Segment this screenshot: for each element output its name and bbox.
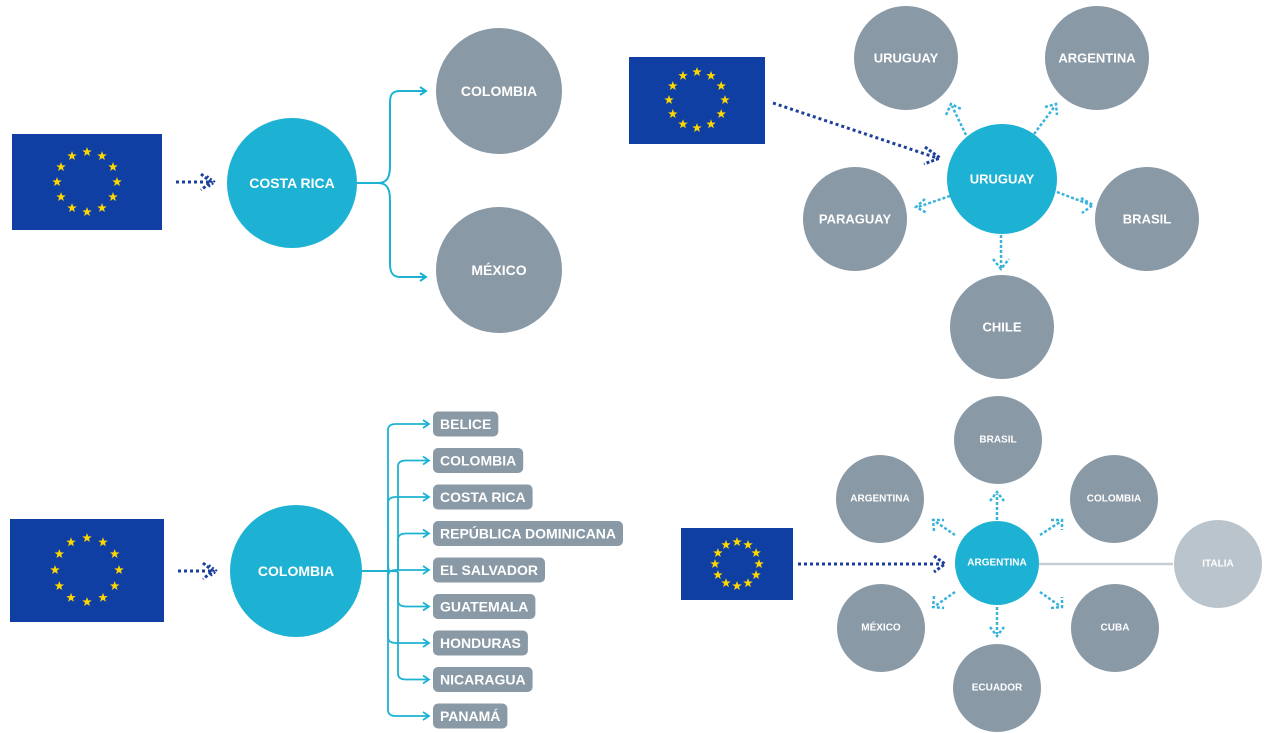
svg-text:MÉXICO: MÉXICO bbox=[471, 262, 526, 278]
comb-arrowhead bbox=[422, 601, 431, 612]
target-node-chile: CHILE bbox=[950, 275, 1054, 379]
comb-branch bbox=[387, 570, 428, 717]
svg-text:COSTA RICA: COSTA RICA bbox=[249, 175, 335, 191]
country-tag: HONDURAS bbox=[433, 630, 528, 656]
country-tag-label: EL SALVADOR bbox=[440, 562, 538, 578]
comb-connector-3 bbox=[362, 419, 431, 721]
svg-text:MÉXICO: MÉXICO bbox=[861, 621, 901, 634]
country-tag-label: REPÚBLICA DOMINICANA bbox=[440, 525, 616, 542]
hub-node-uruguay: URUGUAY bbox=[947, 124, 1057, 234]
country-tag-bg bbox=[433, 521, 623, 546]
target-node-ecuador: ECUADOR bbox=[953, 644, 1041, 732]
country-tag-label: COLOMBIA bbox=[440, 453, 516, 469]
svg-text:ITALIA: ITALIA bbox=[1202, 559, 1233, 570]
target-node-uruguay: URUGUAY bbox=[854, 6, 958, 110]
country-tag-bg bbox=[433, 594, 536, 619]
panel-uruguay: URUGUAY URUGUAY ARGENTINA PARAGUAY BRASI… bbox=[629, 6, 1199, 379]
target-node-mexico: MÉXICO bbox=[436, 207, 562, 333]
panel-costa-rica: COSTA RICA COLOMBIA MÉXICO bbox=[12, 28, 562, 333]
hub-node-colombia: COLOMBIA bbox=[230, 505, 362, 637]
comb-arrowhead bbox=[422, 674, 431, 685]
eu-flag-4 bbox=[681, 528, 793, 600]
comb-branch bbox=[387, 459, 428, 572]
country-tag-bg bbox=[433, 448, 524, 473]
svg-text:COLOMBIA: COLOMBIA bbox=[1087, 494, 1141, 505]
svg-text:CHILE: CHILE bbox=[983, 320, 1022, 335]
hub-arrows-2 bbox=[913, 102, 1096, 272]
arrow-flag-to-hub-1 bbox=[176, 172, 217, 192]
country-tag-bg bbox=[433, 411, 499, 437]
country-tag-label: BELICE bbox=[440, 416, 491, 432]
comb-arrowhead bbox=[422, 565, 431, 575]
svg-text:PARAGUAY: PARAGUAY bbox=[819, 212, 892, 227]
comb-branch bbox=[387, 532, 428, 572]
country-tag-list: BELICE COLOMBIA COSTA RICA REPÚBLICA DOMINI… bbox=[433, 411, 623, 729]
country-tag: PANAMÁ bbox=[433, 703, 508, 729]
country-tag: NICARAGUA bbox=[433, 667, 533, 692]
country-tag-label: NICARAGUA bbox=[440, 672, 526, 688]
hub-arrows-4 bbox=[931, 489, 1064, 639]
country-tag-label: COSTA RICA bbox=[440, 489, 526, 505]
country-tag-label: PANAMÁ bbox=[440, 708, 500, 724]
country-tag: REPÚBLICA DOMINICANA bbox=[433, 521, 623, 546]
country-tag: COLOMBIA bbox=[433, 448, 524, 473]
country-tag-bg bbox=[433, 703, 508, 729]
country-tag-label: GUATEMALA bbox=[440, 599, 528, 615]
svg-text:ARGENTINA: ARGENTINA bbox=[1058, 51, 1136, 66]
country-tag-bg bbox=[433, 630, 528, 656]
svg-text:CUBA: CUBA bbox=[1101, 623, 1130, 634]
comb-arrowhead bbox=[422, 455, 431, 466]
svg-text:BRASIL: BRASIL bbox=[979, 435, 1016, 446]
country-tag: COSTA RICA bbox=[433, 484, 533, 510]
comb-branch bbox=[387, 570, 428, 681]
eu-flag-2 bbox=[629, 57, 765, 144]
target-node-mexico: MÉXICO bbox=[837, 584, 925, 672]
svg-text:BRASIL: BRASIL bbox=[1123, 212, 1171, 227]
arrow-flag-to-hub-4 bbox=[798, 554, 948, 574]
comb-arrowhead bbox=[422, 492, 431, 502]
hub-node-costa-rica: COSTA RICA bbox=[227, 118, 357, 248]
country-tag-label: HONDURAS bbox=[440, 635, 521, 651]
bracket-connector-1 bbox=[357, 86, 428, 282]
hub-node-argentina: ARGENTINA bbox=[955, 521, 1039, 605]
svg-text:URUGUAY: URUGUAY bbox=[970, 172, 1035, 187]
country-tag-bg bbox=[433, 557, 545, 583]
arrow-flag-to-hub-3 bbox=[178, 561, 219, 581]
country-tag-bg bbox=[433, 484, 533, 510]
country-tag: EL SALVADOR bbox=[433, 557, 545, 583]
country-tag: BELICE bbox=[433, 411, 499, 437]
svg-text:COLOMBIA: COLOMBIA bbox=[461, 83, 537, 99]
svg-text:URUGUAY: URUGUAY bbox=[874, 51, 939, 66]
eu-flag-1 bbox=[12, 134, 162, 230]
comb-arrowhead bbox=[422, 419, 431, 429]
target-node-brasil: BRASIL bbox=[1095, 167, 1199, 271]
svg-text:ARGENTINA: ARGENTINA bbox=[850, 494, 909, 505]
target-node-argentina: ARGENTINA bbox=[1045, 6, 1149, 110]
target-node-colombia: COLOMBIA bbox=[1070, 455, 1158, 543]
svg-text:COLOMBIA: COLOMBIA bbox=[258, 563, 334, 579]
eu-flag-3 bbox=[10, 519, 164, 622]
panel-argentina: ARGENTINA BRASIL ARGENTINA COLOMBIA MÉXI… bbox=[681, 396, 1262, 732]
svg-text:ARGENTINA: ARGENTINA bbox=[967, 558, 1026, 569]
linked-node-italia: ITALIA bbox=[1174, 520, 1262, 608]
target-node-brasil: BRASIL bbox=[954, 396, 1042, 484]
panel-colombia: COLOMBIA BELICE COLOMBIA COSTA RICA REPÚBLI… bbox=[10, 411, 623, 729]
country-tag-bg bbox=[433, 667, 533, 692]
target-node-argentina: ARGENTINA bbox=[836, 455, 924, 543]
arrow-flag-to-hub-2 bbox=[772, 101, 944, 166]
country-tag: GUATEMALA bbox=[433, 594, 536, 619]
comb-arrowhead bbox=[422, 711, 431, 721]
svg-text:ECUADOR: ECUADOR bbox=[972, 683, 1023, 694]
comb-arrowhead bbox=[422, 638, 431, 648]
target-node-colombia: COLOMBIA bbox=[436, 28, 562, 154]
comb-arrowhead bbox=[422, 528, 431, 539]
target-node-paraguay: PARAGUAY bbox=[803, 167, 907, 271]
target-node-cuba: CUBA bbox=[1071, 584, 1159, 672]
comb-branch bbox=[387, 570, 428, 608]
